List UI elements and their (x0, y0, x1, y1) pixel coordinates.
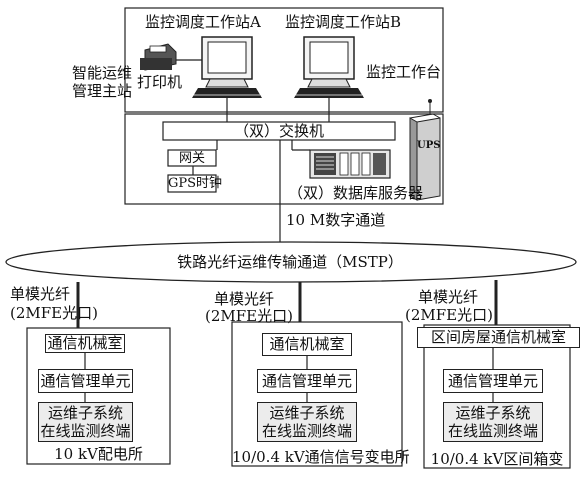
ring-label: 铁路光纤运维传输通道（MSTP） (177, 253, 403, 271)
branch-1-terminal-line2: 在线监测终端 (40, 422, 131, 440)
branch-1-terminal: 运维子系统 在线监测终端 (38, 402, 133, 442)
db-server-label: （双）数据库服务器 (288, 184, 424, 202)
branch-1-unit: 通信管理单元 (38, 369, 133, 393)
transmission-ring (5, 241, 577, 283)
gateway-box (167, 149, 217, 167)
branch-3-terminal-line2: 在线监测终端 (447, 422, 538, 440)
workstation-area-box (124, 7, 444, 113)
branch-2-fiber-2: (2MFE光口) (205, 307, 293, 325)
branch-2-terminal-line1: 运维子系统 (269, 404, 345, 422)
monitor-station-label: 监控工作台 (366, 63, 442, 81)
branch-2-terminal-line2: 在线监测终端 (261, 422, 352, 440)
server-area-box (124, 113, 444, 205)
monitor-a-icon (192, 36, 262, 98)
branch-3-terminal-line1: 运维子系统 (455, 404, 531, 422)
ups-cabinet-icon (409, 99, 441, 201)
branch-2-room: 通信机械室 (262, 333, 352, 356)
switch-label: （双）交换机 (233, 122, 324, 140)
workstation-a-label: 监控调度工作站A (145, 13, 261, 31)
branch-1-fiber-2: (2MFE光口) (10, 304, 98, 322)
branch-3-terminal: 运维子系统 在线监测终端 (443, 402, 543, 442)
branch-2-terminal: 运维子系统 在线监测终端 (257, 402, 357, 442)
branch-1-terminal-line1: 运维子系统 (47, 404, 123, 422)
switch-box (162, 121, 396, 141)
branch-3-unit: 通信管理单元 (443, 369, 543, 393)
gps-clock-box (167, 174, 217, 193)
printer-icon (140, 43, 177, 71)
gateway-label: 网关 (178, 151, 205, 166)
branch-3-site: 10/0.4 kV区间箱变 (430, 450, 564, 468)
master-station-label-1: 智能运维 (72, 64, 133, 82)
master-station-label-2: 管理主站 (72, 82, 133, 100)
database-server-icon (292, 149, 391, 179)
monitor-b-icon (294, 36, 364, 98)
branch-1-room: 通信机械室 (45, 334, 125, 353)
ups-label: UPS (417, 140, 441, 151)
branch-3-fiber-1: 单模光纤 (418, 288, 479, 306)
gps-clock-label: GPS时钟 (168, 176, 223, 191)
branch-3-fiber-2: (2MFE光口) (405, 306, 493, 324)
link-label: 10 M数字通道 (286, 211, 386, 229)
branch-2-site: 10/0.4 kV通信信号变电所 (232, 448, 410, 466)
workstation-b-label: 监控调度工作站B (285, 13, 402, 31)
branch-1-site: 10 kV配电所 (54, 445, 143, 463)
branch-2-unit: 通信管理单元 (257, 369, 357, 393)
branch-1-fiber-1: 单模光纤 (10, 285, 71, 303)
branch-3-room: 区间房屋通信机械室 (417, 327, 580, 348)
branch-2-fiber-1: 单模光纤 (214, 290, 275, 308)
printer-label: 打印机 (137, 73, 183, 91)
